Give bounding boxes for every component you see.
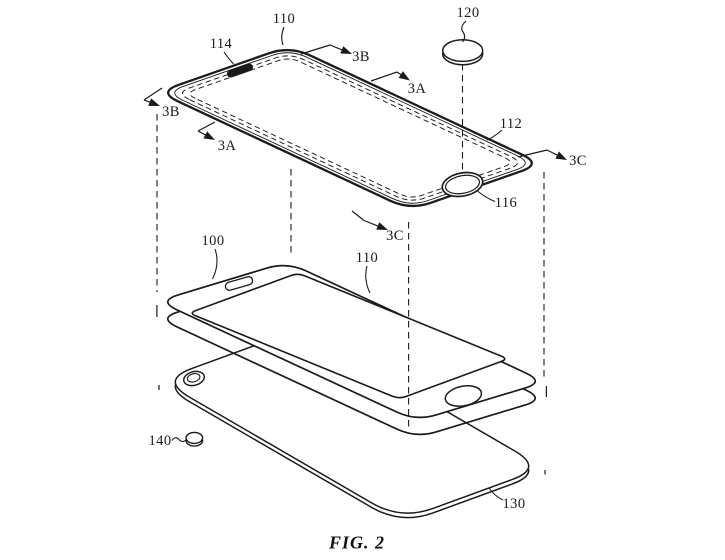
cover-glass-110: [167, 48, 533, 208]
section-label-3b-left: 3B: [162, 103, 180, 120]
ref-label-130: 130: [502, 495, 526, 512]
ref-label-120: 120: [456, 4, 480, 21]
section-label-3c-right: 3C: [569, 152, 587, 169]
glass-speaker-slot-114: [227, 63, 253, 78]
ref-label-114: 114: [209, 35, 233, 52]
leader-lines: [171, 20, 504, 501]
section-label-3b-right: 3B: [352, 48, 370, 65]
phone-speaker-slot: [224, 276, 254, 291]
ref-label-110-top: 110: [272, 10, 296, 27]
section-arrows: [143, 44, 567, 230]
ref-label-100: 100: [201, 232, 225, 249]
ref-label-116: 116: [494, 194, 518, 211]
section-label-3c-bottom: 3C: [386, 227, 404, 244]
figure-caption: FIG. 2: [328, 532, 386, 553]
ref-label-140: 140: [148, 432, 172, 449]
glass-home-hole-116: [441, 171, 484, 198]
phone-home-button: [444, 385, 483, 407]
ref-label-112: 112: [499, 115, 523, 132]
back-plate-130: [158, 334, 546, 519]
button-disc-140: [185, 431, 204, 447]
phone-display-110: [191, 273, 506, 399]
phone-body-100: [156, 264, 548, 436]
ref-label-110-mid: 110: [355, 249, 379, 266]
button-disc-120: [441, 39, 484, 66]
section-label-3a-left: 3A: [217, 137, 237, 154]
alignment-dashed-lines: [156, 64, 545, 377]
section-label-3a-right: 3A: [407, 80, 427, 97]
